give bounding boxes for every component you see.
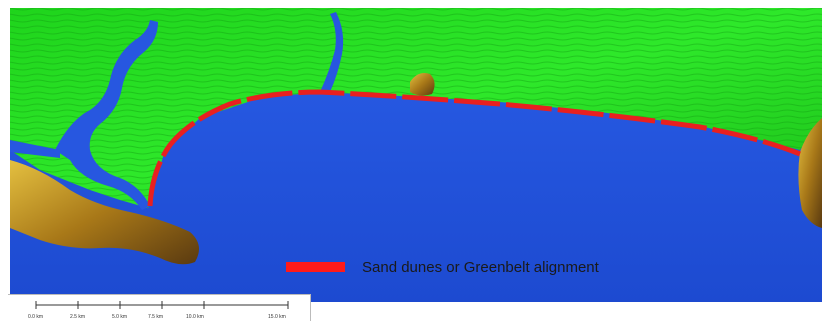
- legend-swatch: [286, 262, 345, 272]
- legend-label: Sand dunes or Greenbelt alignment: [362, 259, 599, 276]
- right-headland: [798, 118, 822, 228]
- left-inlet: [10, 140, 60, 158]
- left-headland: [10, 160, 199, 265]
- scale-tick-label: 10.0 km: [186, 314, 204, 320]
- dune-alignment-line: [147, 89, 801, 207]
- scalebar-line: [35, 301, 289, 309]
- river-channel: [55, 20, 158, 210]
- scale-tick-label: 2.5 km: [70, 314, 86, 320]
- scale-tick-label: 5.0 km: [112, 314, 128, 320]
- scale-tick-label: 7.5 km: [148, 314, 164, 320]
- scalebar: [8, 294, 311, 321]
- scale-tick-label: 15.0 km: [268, 314, 286, 320]
- inland-hill: [410, 73, 435, 96]
- river-branch: [320, 12, 344, 92]
- land-ridges: [10, 8, 822, 208]
- scale-tick-label: 0.0 km: [28, 314, 44, 320]
